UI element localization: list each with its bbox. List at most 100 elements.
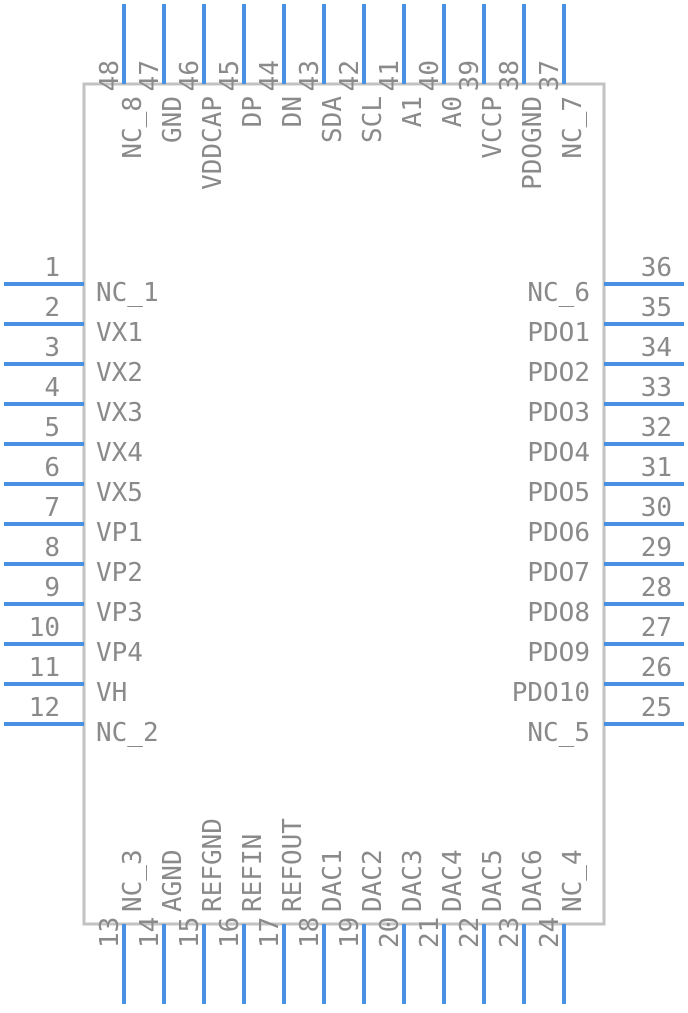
pin-name-vx3: VX3 — [96, 398, 143, 428]
pin-name-nc-4: NC_4 — [558, 849, 588, 912]
pin-number-31: 31 — [641, 453, 672, 483]
pin-name-vddcap: VDDCAP — [198, 96, 228, 190]
pin-number-28: 28 — [641, 573, 672, 603]
pin-number-8: 8 — [44, 533, 60, 563]
pin-number-10: 10 — [29, 613, 60, 643]
pin-number-29: 29 — [641, 533, 672, 563]
pin-number-32: 32 — [641, 413, 672, 443]
pin-number-9: 9 — [44, 573, 60, 603]
pin-number-13: 13 — [95, 917, 125, 948]
pin-number-37: 37 — [535, 60, 565, 91]
pin-name-vx1: VX1 — [96, 318, 143, 348]
pin-number-7: 7 — [44, 493, 60, 523]
pin-name-nc-1: NC_1 — [96, 278, 159, 308]
pin-number-1: 1 — [44, 253, 60, 283]
pin-number-30: 30 — [641, 493, 672, 523]
pin-number-22: 22 — [455, 917, 485, 948]
pin-name-vx4: VX4 — [96, 438, 143, 468]
pin-name-pdo5: PDO5 — [527, 478, 590, 508]
pin-number-15: 15 — [175, 917, 205, 948]
pin-number-5: 5 — [44, 413, 60, 443]
pin-name-dp: DP — [238, 96, 268, 127]
pins-layer — [4, 4, 684, 1004]
pin-number-26: 26 — [641, 653, 672, 683]
pin-number-44: 44 — [255, 60, 285, 91]
pin-number-14: 14 — [135, 917, 165, 948]
pin-name-vccp: VCCP — [478, 96, 508, 159]
pin-name-vp3: VP3 — [96, 598, 143, 628]
pin-number-34: 34 — [641, 333, 672, 363]
pin-name-vp1: VP1 — [96, 518, 143, 548]
pin-name-vp4: VP4 — [96, 638, 143, 668]
pin-name-pdo7: PDO7 — [527, 558, 590, 588]
pin-name-nc-7: NC_7 — [558, 96, 588, 159]
pin-name-dac3: DAC3 — [398, 849, 428, 912]
ic-body-outline — [82, 82, 606, 926]
pin-number-48: 48 — [95, 60, 125, 91]
pin-name-a0: A0 — [438, 96, 468, 127]
labels-layer: 1NC_12VX13VX24VX35VX46VX57VP18VP29VP310V… — [29, 60, 672, 948]
pin-name-vx5: VX5 — [96, 478, 143, 508]
pin-number-12: 12 — [29, 693, 60, 723]
pin-number-3: 3 — [44, 333, 60, 363]
pin-name-dac1: DAC1 — [318, 849, 348, 912]
pin-name-nc-8: NC_8 — [118, 96, 148, 159]
pin-name-dac4: DAC4 — [438, 849, 468, 912]
pin-name-nc-6: NC_6 — [527, 278, 590, 308]
pin-name-pdo6: PDO6 — [527, 518, 590, 548]
pin-number-20: 20 — [375, 917, 405, 948]
pin-number-4: 4 — [44, 373, 60, 403]
pin-name-pdo4: PDO4 — [527, 438, 590, 468]
pin-name-pdo8: PDO8 — [527, 598, 590, 628]
pin-number-18: 18 — [295, 917, 325, 948]
pin-name-pdo3: PDO3 — [527, 398, 590, 428]
pin-name-a1: A1 — [398, 96, 428, 127]
pin-number-42: 42 — [335, 60, 365, 91]
pin-number-11: 11 — [29, 653, 60, 683]
pin-name-sda: SDA — [318, 96, 348, 143]
pin-number-40: 40 — [415, 60, 445, 91]
pin-name-dac5: DAC5 — [478, 849, 508, 912]
pin-number-27: 27 — [641, 613, 672, 643]
pin-number-24: 24 — [535, 917, 565, 948]
pin-number-35: 35 — [641, 293, 672, 323]
pin-name-pdo2: PDO2 — [527, 358, 590, 388]
pin-number-6: 6 — [44, 453, 60, 483]
pin-number-46: 46 — [175, 60, 205, 91]
pin-name-refout: REFOUT — [278, 818, 308, 912]
pin-name-nc-5: NC_5 — [527, 718, 590, 748]
pin-number-41: 41 — [375, 60, 405, 91]
pin-name-pdo1: PDO1 — [527, 318, 590, 348]
pin-number-33: 33 — [641, 373, 672, 403]
pin-name-dac6: DAC6 — [518, 849, 548, 912]
pin-number-39: 39 — [455, 60, 485, 91]
pin-number-43: 43 — [295, 60, 325, 91]
pin-name-agnd: AGND — [158, 849, 188, 912]
pin-name-dn: DN — [278, 96, 308, 127]
pin-number-25: 25 — [641, 693, 672, 723]
pin-name-pdo9: PDO9 — [527, 638, 590, 668]
pin-number-16: 16 — [215, 917, 245, 948]
pin-name-vh: VH — [96, 678, 127, 708]
pin-name-dac2: DAC2 — [358, 849, 388, 912]
pin-number-17: 17 — [255, 917, 285, 948]
pin-name-pdognd: PDOGND — [518, 96, 548, 190]
pin-number-23: 23 — [495, 917, 525, 948]
pin-number-19: 19 — [335, 917, 365, 948]
pin-number-38: 38 — [495, 60, 525, 91]
pin-number-2: 2 — [44, 293, 60, 323]
pin-name-pdo10: PDO10 — [512, 678, 590, 708]
pin-name-scl: SCL — [358, 96, 388, 143]
pin-name-nc-2: NC_2 — [96, 718, 159, 748]
pin-name-refgnd: REFGND — [198, 818, 228, 912]
pin-name-vp2: VP2 — [96, 558, 143, 588]
pin-name-gnd: GND — [158, 96, 188, 143]
pin-name-vx2: VX2 — [96, 358, 143, 388]
pin-number-45: 45 — [215, 60, 245, 91]
pin-name-nc-3: NC_3 — [118, 849, 148, 912]
pin-number-36: 36 — [641, 253, 672, 283]
pin-number-47: 47 — [135, 60, 165, 91]
pin-number-21: 21 — [415, 917, 445, 948]
